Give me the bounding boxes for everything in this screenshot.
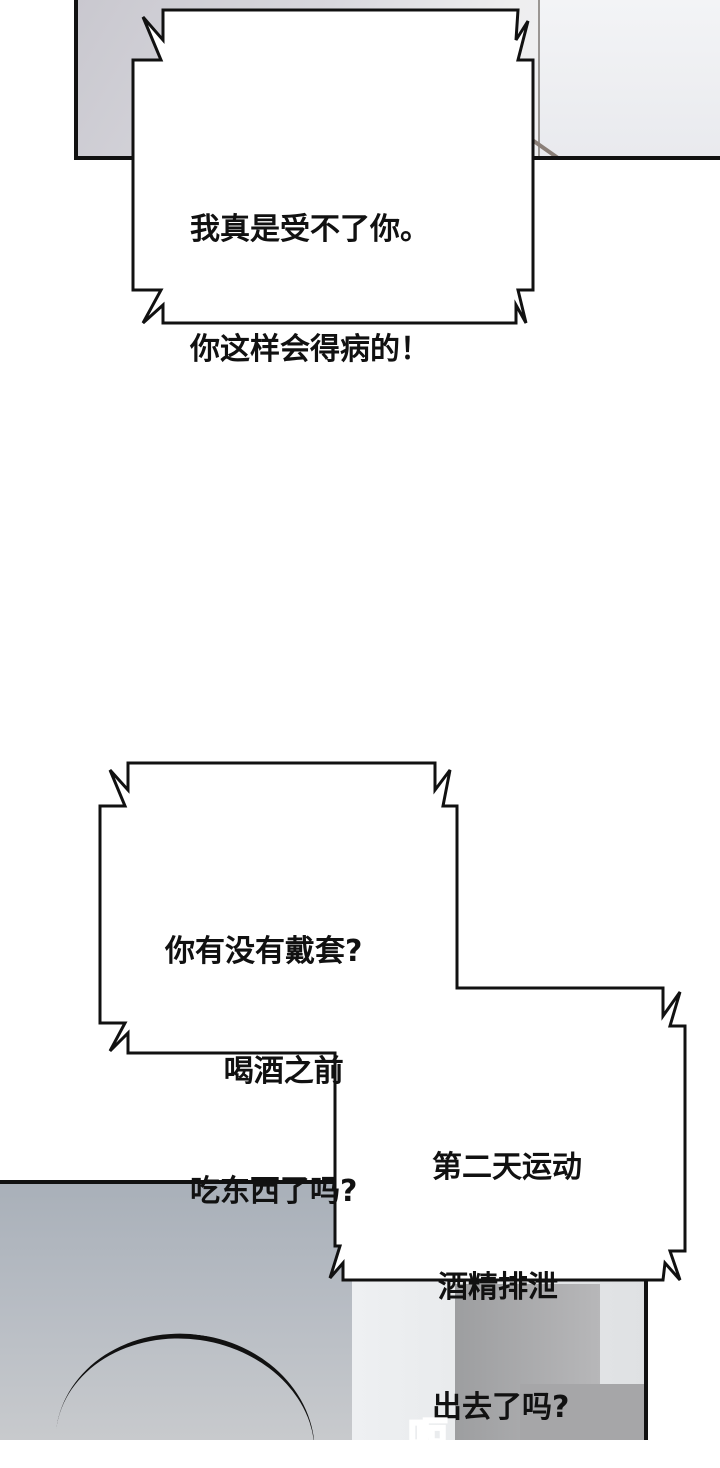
motion-line [40,1317,330,1440]
bubble-3-line-2: 酒精排泄 [438,1270,558,1305]
bubble-3-line-1: 第二天运动 [432,1150,582,1185]
sound-effect: 呃 [407,1414,449,1462]
bubble-1-line-1: 我真是受不了你。 [190,212,430,247]
cabinet-wall [538,0,720,156]
floor [520,1384,644,1440]
bubble-2-line-1: 你有没有戴套? [165,934,363,969]
bubble-2-line-3: 吃东西了吗? [190,1174,358,1209]
speech-bubble-1 [131,8,535,325]
bubble-3-line-3: 出去了吗? [432,1390,570,1425]
bubble-2-line-2: 喝酒之前 [223,1054,344,1089]
speech-bubble-2-3 [98,761,687,1282]
bubble-1-line-2: 你这样会得病的！ [190,332,430,367]
